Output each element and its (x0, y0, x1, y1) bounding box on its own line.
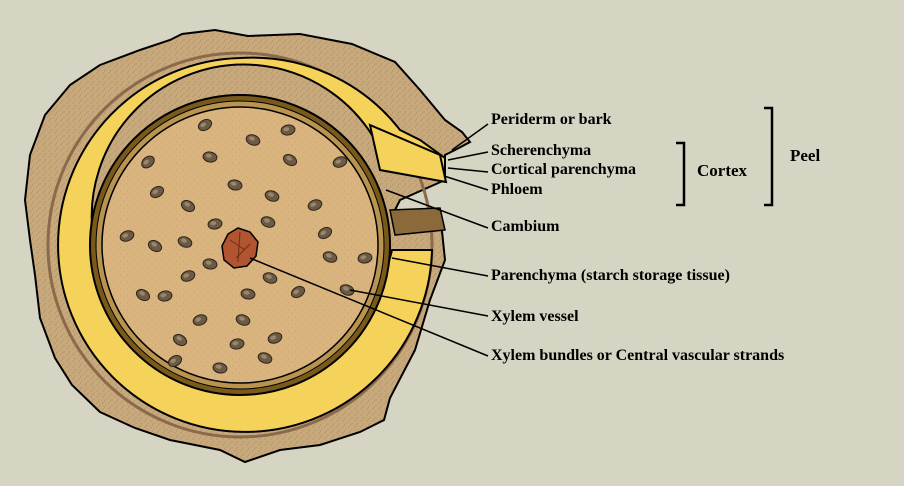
xylem-vessel-highlight (181, 238, 187, 243)
xylem-vessel-highlight (268, 192, 274, 197)
central-strand-detail (229, 231, 251, 263)
xylem-vessel-highlight (139, 291, 145, 296)
xylem-vessel-highlight (249, 136, 255, 141)
xylem-vessel-highlight (152, 189, 158, 195)
label-cortex: Cortex (697, 161, 748, 180)
xylem-vessel-highlight (343, 286, 349, 291)
xylem-vessel-highlight (283, 127, 290, 132)
xylem-vessel-highlight (151, 242, 157, 247)
leader-sclerenchyma (447, 151, 489, 161)
xylem-vessel-highlight (143, 159, 149, 165)
leader-periderm (451, 123, 489, 151)
xylem-vessel-highlight (239, 316, 245, 321)
xylem-vessel-highlight (266, 274, 272, 279)
sclerenchyma-ring (46, 51, 434, 439)
leader-phloem (443, 175, 489, 191)
label-cambium: Cambium (491, 218, 560, 235)
xylem-vessel-highlight (320, 230, 326, 236)
xylem-vessel-highlight (176, 336, 182, 341)
label-xylem-bundles: Xylem bundles or Central vascular strand… (491, 347, 785, 364)
xylem-vessel-highlight (360, 255, 367, 260)
xylem-vessel-highlight (210, 221, 217, 226)
xylem-vessel-highlight (335, 159, 342, 164)
leader-lines (249, 123, 489, 357)
brackets (676, 106, 774, 207)
peel-flap (368, 123, 448, 184)
xylem-vessel-highlight (293, 289, 299, 295)
leader-cortical (447, 167, 489, 173)
central-vascular-strand (221, 227, 259, 269)
label-parenchyma: Parenchyma (starch storage tissue) (491, 267, 730, 284)
xylem-vessel-highlight (195, 317, 202, 322)
xylem-vessel-highlight (205, 153, 212, 158)
leader-parenchyma (391, 257, 489, 277)
xylem-vessel-highlight (205, 260, 212, 265)
cortex-bracket (676, 141, 686, 207)
xylem-vessel-highlight (286, 156, 292, 161)
xylem-vessel-highlight (184, 202, 190, 207)
bark-cut-face (389, 207, 446, 236)
leader-xylem-bundles (249, 257, 489, 357)
xylem-vessels (119, 118, 373, 374)
peel-bracket (764, 106, 774, 207)
xylem-vessel-highlight (270, 335, 277, 340)
xylem-vessel-highlight (170, 358, 176, 364)
label-periderm: Periderm or bark (491, 111, 612, 128)
xylem-vessel-highlight (230, 181, 237, 186)
xylem-vessel-highlight (310, 202, 317, 207)
xylem-vessel-highlight (122, 233, 129, 238)
xylem-vessel-highlight (261, 354, 267, 359)
label-phloem: Phloem (491, 181, 543, 198)
xylem-vessel-highlight (215, 364, 222, 369)
label-xylem-vessel: Xylem vessel (491, 308, 579, 325)
xylem-vessel-highlight (232, 341, 239, 346)
label-cortical-parenchyma: Cortical parenchyma (491, 161, 637, 178)
label-peel: Peel (790, 146, 821, 165)
leader-cambium (385, 189, 489, 229)
xylem-vessel-highlight (243, 290, 250, 295)
xylem-vessel-highlight (326, 253, 332, 258)
label-sclerenchyma: Scherenchyma (491, 142, 592, 159)
xylem-vessel-highlight (183, 273, 190, 278)
xylem-vessel-highlight (160, 293, 167, 298)
leader-xylem-vessel (349, 289, 489, 317)
xylem-vessel-highlight (264, 218, 270, 223)
xylem-vessel-highlight (200, 122, 206, 128)
